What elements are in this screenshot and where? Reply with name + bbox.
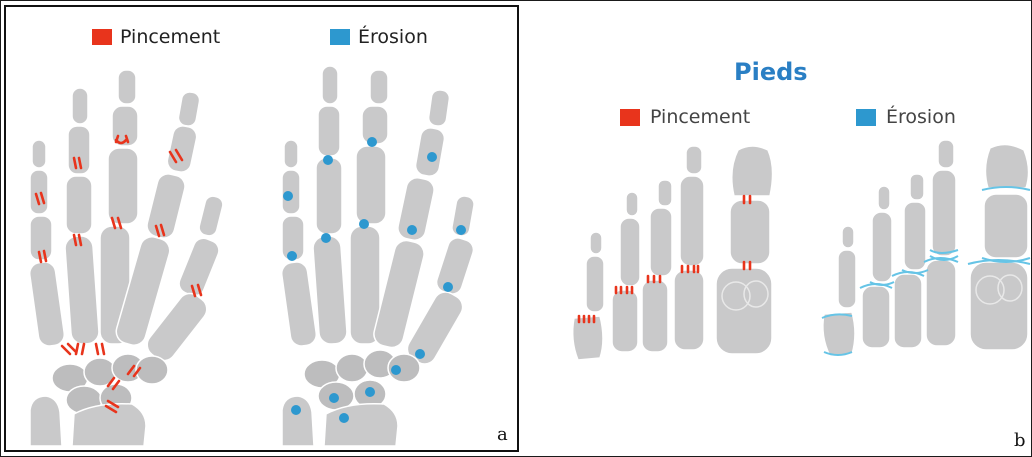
phalanx — [197, 194, 224, 237]
phalanx — [932, 170, 956, 256]
phalanx — [910, 174, 924, 200]
phalanx — [414, 126, 446, 177]
radius — [324, 404, 398, 446]
phalanx — [370, 70, 388, 104]
phalanx — [66, 176, 92, 234]
phalanx — [68, 126, 90, 174]
carpal — [136, 356, 168, 384]
phalanx — [680, 176, 704, 266]
phalanx — [118, 70, 136, 104]
ulna — [282, 396, 314, 446]
ulna — [30, 396, 62, 446]
phalanx — [838, 250, 856, 308]
phalanx — [984, 194, 1028, 258]
phalanx — [620, 218, 640, 286]
phalanx — [72, 88, 88, 124]
phalanx — [428, 89, 451, 127]
metacarpal — [280, 261, 317, 348]
phalanx — [730, 200, 770, 264]
metacarpal — [28, 261, 65, 348]
foot-erosion — [822, 140, 1030, 356]
phalanx — [658, 180, 672, 206]
phalanx — [318, 106, 340, 156]
phalanx — [872, 212, 892, 282]
carpal — [336, 354, 368, 382]
phalanx — [938, 140, 954, 168]
phalanx — [686, 146, 702, 174]
phalanx — [904, 202, 926, 270]
metatarsal — [716, 268, 772, 354]
metatarsal — [674, 270, 704, 350]
radius — [72, 404, 146, 446]
phalanx — [284, 140, 298, 168]
phalanx — [30, 170, 48, 214]
metacarpal — [64, 235, 99, 345]
hand-pincement — [28, 70, 224, 446]
phalanx — [434, 235, 476, 296]
metatarsal — [573, 316, 603, 360]
phalanx — [145, 172, 188, 241]
hand-erosion — [280, 66, 476, 446]
phalanx — [356, 146, 386, 224]
metatarsal — [823, 312, 855, 356]
phalanx — [177, 91, 201, 128]
phalanx — [322, 66, 338, 104]
phalanx — [586, 256, 604, 312]
phalanx — [732, 146, 773, 196]
metacarpal — [312, 235, 347, 345]
phalanx — [650, 208, 672, 276]
metatarsal — [894, 274, 922, 348]
phalanx — [626, 192, 638, 216]
phalanx — [590, 232, 602, 254]
metatarsal — [862, 286, 890, 348]
phalanx — [316, 158, 342, 234]
phalanx — [985, 144, 1028, 188]
phalanx — [878, 186, 890, 210]
metatarsal — [642, 280, 668, 352]
phalanx — [165, 124, 198, 174]
phalanx — [32, 140, 46, 168]
phalanx — [842, 226, 854, 248]
foot-pincement — [573, 146, 773, 360]
phalanx — [30, 216, 52, 260]
phalanx — [108, 148, 138, 224]
metatarsal — [970, 262, 1028, 350]
metatarsal — [612, 290, 638, 352]
metatarsal — [926, 260, 956, 346]
